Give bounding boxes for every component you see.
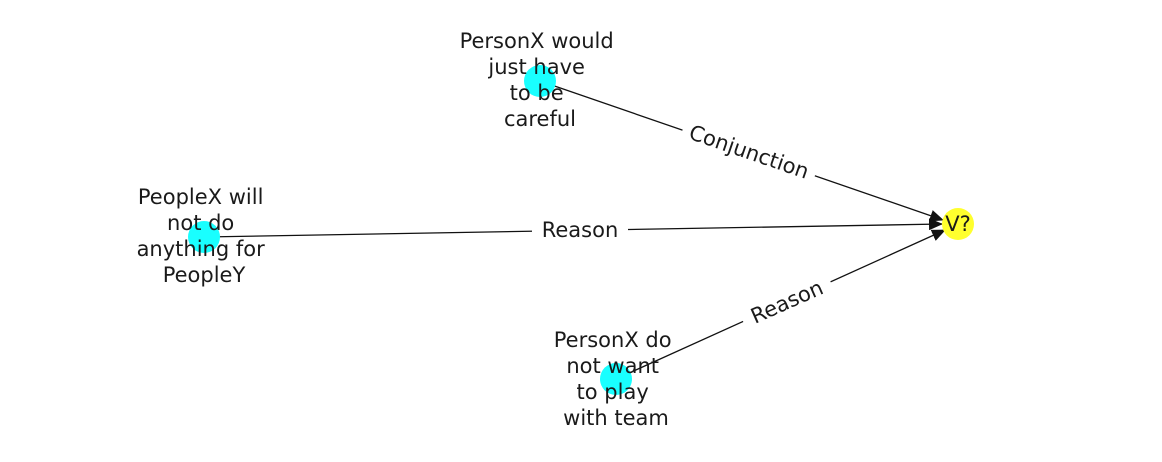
node-n1[interactable] <box>524 65 556 97</box>
svg-text:Reason: Reason <box>542 218 619 242</box>
edge-label-conjunction: Conjunction <box>677 115 821 189</box>
svg-text:Reason: Reason <box>747 275 827 328</box>
node-n2[interactable] <box>188 221 220 253</box>
edge-label-reason-bottom: Reason <box>737 268 837 336</box>
node-label-n1: PersonX would just have to be careful <box>460 29 621 131</box>
node-label-target: V? <box>945 212 971 236</box>
node-target[interactable] <box>942 208 974 240</box>
node-n3[interactable] <box>600 363 632 395</box>
node-label-n2: PeopleX will not do anything for PeopleY <box>137 185 272 287</box>
node-label-n3: PersonX do not want to play with team <box>554 328 679 430</box>
edge-label-reason-middle: Reason <box>532 215 628 245</box>
